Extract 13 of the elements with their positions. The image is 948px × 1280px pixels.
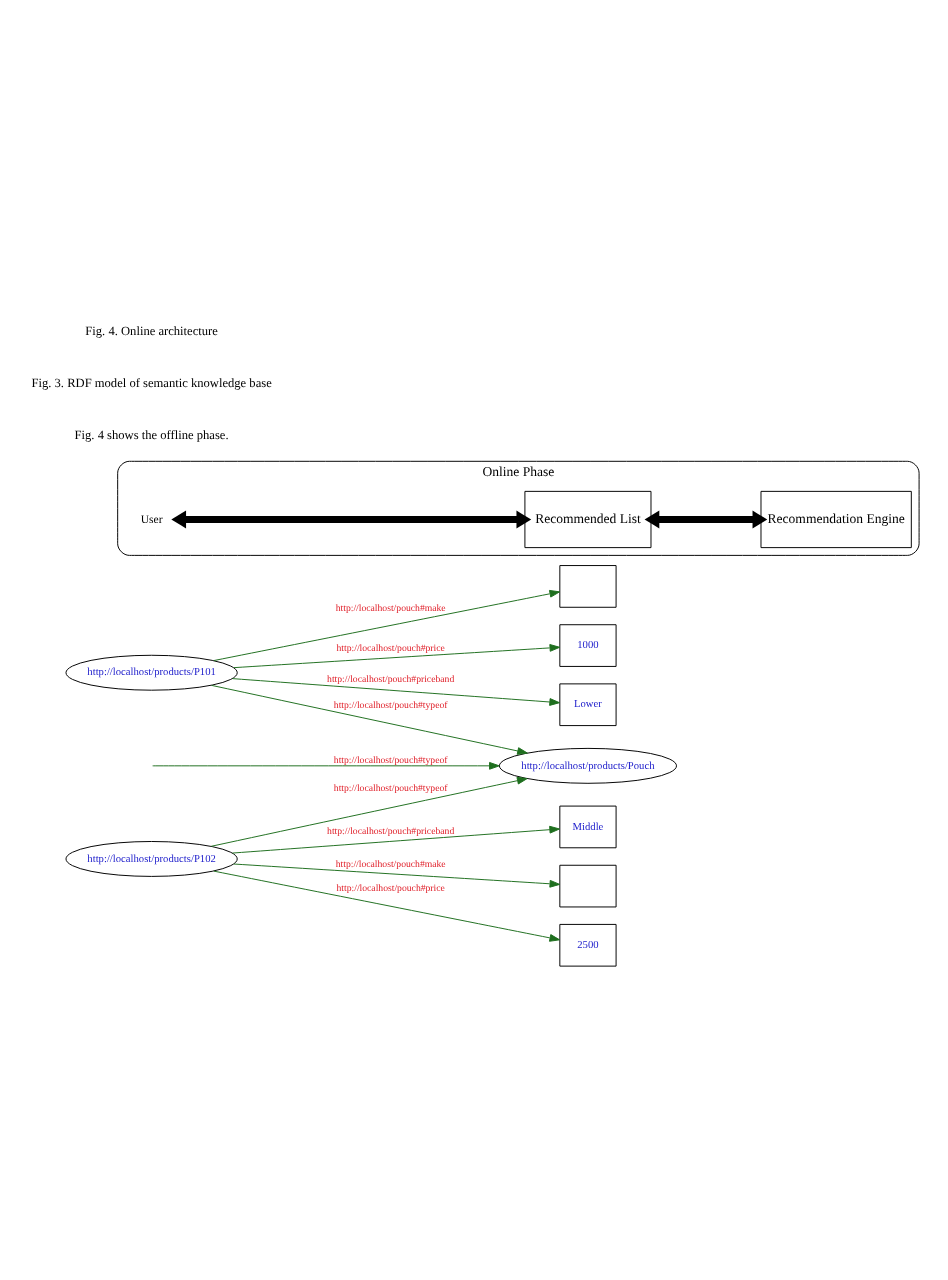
arrow [171,510,532,529]
arrow [211,684,528,755]
arrow [213,870,561,942]
arrow [213,589,561,662]
arrow [210,776,528,847]
node-box [559,565,617,608]
arrow [232,825,561,854]
arrow [233,863,561,888]
arrow [152,761,500,770]
arrow [232,678,561,706]
arrow [233,644,561,669]
node-box [559,864,617,908]
arrow [644,510,768,529]
